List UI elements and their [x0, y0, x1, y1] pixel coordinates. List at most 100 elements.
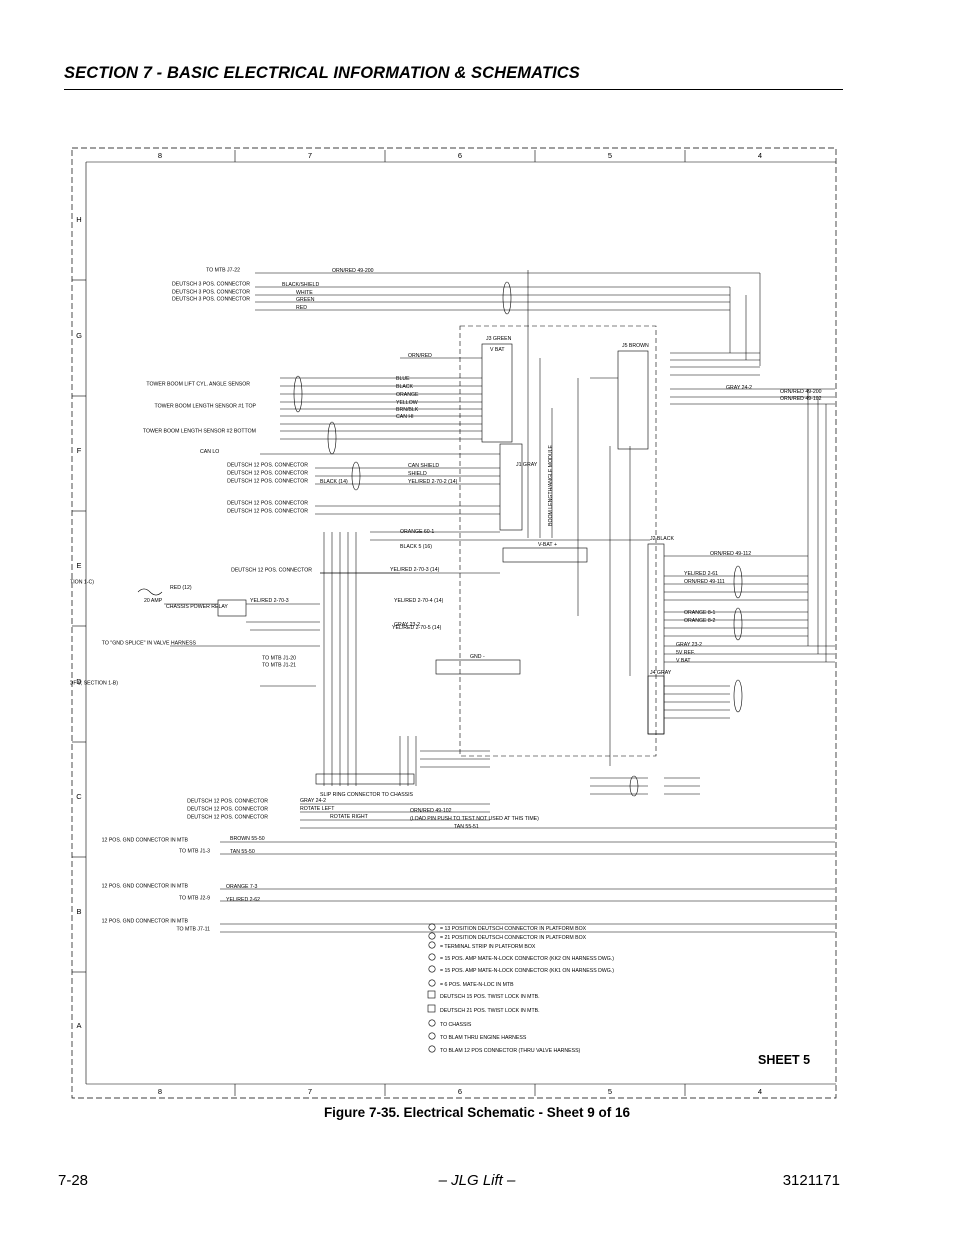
grid-column-label: 4 — [758, 1087, 762, 1096]
wire-label: (LOAD PIN PUSH TO TEST NOT USED AT THIS … — [410, 816, 539, 822]
wire-label: GREEN — [296, 297, 315, 303]
left-wire-label: DEUTSCH 12 POS. CONNECTOR — [227, 509, 308, 515]
legend-entry: = TERMINAL STRIP IN PLATFORM BOX — [440, 944, 536, 950]
grid-row-label: E — [76, 561, 81, 570]
wire-label: CAN LO — [200, 449, 219, 455]
platform-box-outline — [459, 325, 657, 757]
wire-label: ROTATE RIGHT — [330, 814, 369, 820]
header-divider — [64, 89, 843, 90]
wire-label: GRAY 24-2 — [300, 798, 326, 804]
legend-entry: TO BLAM 12 POS CONNECTOR (THRU VALVE HAR… — [440, 1048, 581, 1054]
connector-label-j2: J2 BLACK — [650, 536, 674, 542]
connector-j1 — [499, 443, 523, 531]
left-wire-label: DEUTSCH 3 POS. CONNECTOR — [172, 290, 250, 296]
connector-label-gnd-bus: GND - — [470, 654, 485, 660]
footer-publisher: – JLG Lift – — [438, 1172, 516, 1189]
grid-column-label: 8 — [158, 151, 162, 160]
grid-column-label: 8 — [158, 1087, 162, 1096]
grid-row-label: C — [76, 792, 82, 801]
grid-row-label: A — [76, 1021, 81, 1030]
left-wire-label: DEUTSCH 12 POS. CONNECTOR — [227, 479, 308, 485]
wire-label: BROWN 55-50 — [230, 836, 265, 842]
wire-label: ORANGE 8-2 — [684, 618, 716, 624]
wire-label: CAN SHIELD — [408, 463, 439, 469]
grid-column-label: 7 — [308, 1087, 312, 1096]
legend-entry: DEUTSCH 21 POS. TWIST LOCK IN MTB. — [440, 1008, 540, 1014]
wire-label: ORANGE 60-1 — [400, 529, 434, 535]
connector-j3 — [481, 343, 513, 443]
left-wire-label: DEUTSCH 12 POS. CONNECTOR — [227, 471, 308, 477]
left-wire-label: 12 POS. GND CONNECTOR IN MTB — [102, 838, 189, 844]
left-wire-label: 12 POS. GND CONNECTOR IN MTB — [102, 884, 189, 890]
left-wire-label: TO "GND SPLICE" IN VALVE HARNESS — [102, 641, 197, 647]
wire-label: SHIELD — [408, 471, 427, 477]
grid-column-label: 7 — [308, 151, 312, 160]
wire-label: ORN/RED 49-112 — [710, 551, 751, 557]
grid-column-label: 6 — [458, 151, 462, 160]
wire-label: 5V REF. — [676, 650, 695, 656]
legend-entry: TO BLAM THRU ENGINE HARNESS — [440, 1035, 527, 1041]
legend-entry: TO CHASSIS — [440, 1022, 472, 1028]
legend-entry: = 15 POS. AMP MATE-N-LOCK CONNECTOR (KK2… — [440, 956, 614, 962]
wire-label: V BAT — [676, 658, 691, 664]
connector-label-j4: J4 GRAY — [650, 670, 672, 676]
wire-label: TAN 55-50 — [230, 849, 255, 855]
document-number: 3121171 — [782, 1172, 840, 1189]
left-wire-label: TOWER BOOM LIFT CYL. ANGLE SENSOR — [146, 382, 250, 388]
left-wire-label: 12 POS. GND CONNECTOR IN MTB — [102, 919, 189, 925]
wire-label: YEL/RED 2-70-2 (14) — [408, 479, 458, 485]
wire-label: BLACK/SHIELD — [282, 282, 319, 288]
left-wire-label: DEUTSCH 12 POS. CONNECTOR — [227, 501, 308, 507]
drawing-frame — [71, 147, 837, 1099]
left-wire-label: TO "B+" (SHT 4 OF 8, SECTION 1-C) — [70, 580, 94, 586]
left-wire-label: DEUTSCH 12 POS. CONNECTOR — [227, 463, 308, 469]
wire-label: ORN/RED 49-102 — [410, 808, 452, 814]
page-number: 7-28 — [58, 1172, 89, 1189]
wire-label: YEL/RED 2-70-5 (14) — [392, 625, 442, 631]
wire-label: YELLOW — [396, 400, 418, 406]
left-wire-label: TO MTB J1-21 — [262, 663, 296, 669]
left-wire-label: TO "B+" (SHT 4 OF 8, SECTION 1-B) — [70, 681, 118, 687]
connector-label-slip-ring: SLIP RING CONNECTOR TO CHASSIS — [320, 792, 414, 798]
wire-label: GRAY 24-2 — [726, 385, 752, 391]
connector-label-j1: J1 GRAY — [516, 462, 538, 468]
connector-label-relay: CHASSIS POWER RELAY — [166, 604, 228, 610]
wire-label: ORANGE 8-1 — [684, 610, 716, 616]
wire-label: ORANGE 7-3 — [226, 884, 258, 890]
left-wire-label: TO MTB J7-11 — [176, 927, 210, 933]
legend-entry: = 15 POS. AMP MATE-N-LOCK CONNECTOR (KK1… — [440, 968, 614, 974]
wire-label: ORN/RED 49-111 — [684, 579, 725, 585]
left-wire-label: TO MTB J1-3 — [179, 849, 210, 855]
left-wire-label: TO MTB J1-20 — [262, 656, 296, 662]
grid-row-label: D — [76, 677, 82, 686]
legend-entry: = 6 POS. MATE-N-LOC IN MTB — [440, 982, 514, 988]
grid-row-label: F — [77, 446, 82, 455]
vbat-bus — [502, 547, 588, 563]
wire-label: V BAT — [490, 347, 505, 353]
left-wire-label: TO MTB J2-9 — [179, 896, 210, 902]
wire-label: YEL/RED 2-70-3 (14) — [390, 567, 440, 573]
wire-label: YEL/RED 2-70-3 — [250, 598, 289, 604]
grid-column-label: 5 — [608, 151, 612, 160]
wire-label: GRAY 23-2 — [394, 622, 420, 628]
left-wire-label: DEUTSCH 3 POS. CONNECTOR — [172, 297, 250, 303]
legend-entry: DEUTSCH 15 POS. TWIST LOCK IN MTB. — [440, 994, 540, 1000]
figure-caption: Figure 7-35. Electrical Schematic - Shee… — [323, 1105, 631, 1120]
wire-label: ORN/RED 49-102 — [780, 396, 822, 402]
wire-label: GRAY 23-2 — [676, 642, 702, 648]
slip-ring-block — [315, 773, 415, 785]
left-wire-label: DEUTSCH 12 POS. CONNECTOR — [187, 807, 268, 813]
wire-label: BLUE — [396, 376, 410, 382]
fuse-symbol — [137, 588, 163, 596]
left-wire-label: DEUTSCH 12 POS. CONNECTOR — [231, 568, 312, 574]
connector-label-j3: J3 GREEN — [486, 336, 512, 342]
left-wire-label: TOWER BOOM LENGTH SENSOR #2 BOTTOM — [143, 429, 256, 435]
wire-label: ROTATE LEFT — [300, 806, 335, 812]
left-wire-label: DEUTSCH 12 POS. CONNECTOR — [187, 815, 268, 821]
wire-label: ORN/RED 49-200 — [332, 268, 374, 274]
grid-column-label: 6 — [458, 1087, 462, 1096]
left-wire-label: TOWER BOOM LENGTH SENSOR #1 TOP — [155, 404, 257, 410]
wire-label: YEL/RED 2-70-4 (14) — [394, 598, 444, 604]
legend-entry: = 21 POSITION DEUTSCH CONNECTOR IN PLATF… — [440, 935, 587, 941]
